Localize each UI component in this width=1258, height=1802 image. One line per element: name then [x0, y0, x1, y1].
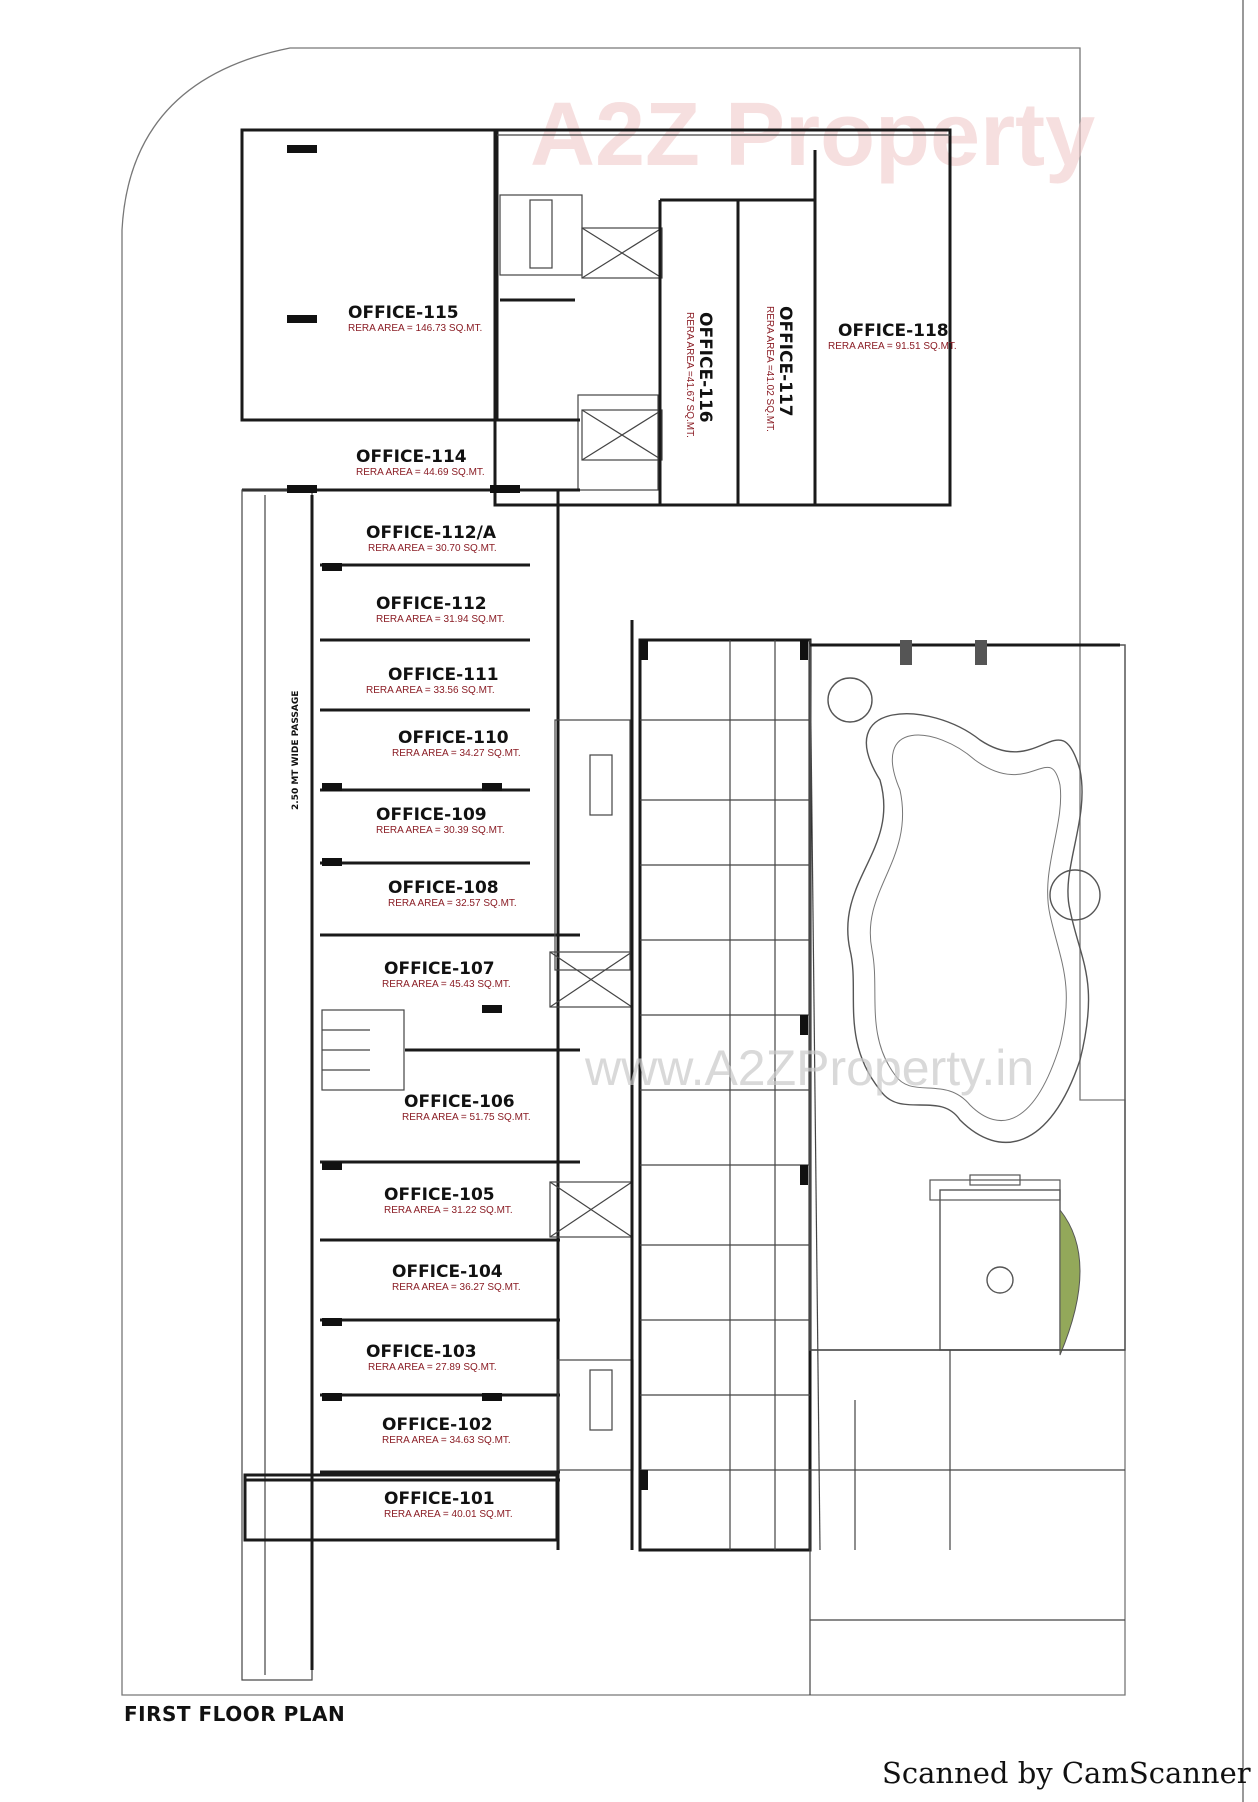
svg-text:RERA AREA = 45.43 SQ.MT.: RERA AREA = 45.43 SQ.MT.	[382, 979, 511, 990]
svg-text:RERA AREA = 34.27 SQ.MT.: RERA AREA = 34.27 SQ.MT.	[392, 748, 521, 759]
svg-text:OFFICE-115: OFFICE-115	[348, 303, 459, 323]
svg-text:RERA AREA =41.02 SQ.MT.: RERA AREA =41.02 SQ.MT.	[764, 306, 775, 432]
pool-outline	[847, 713, 1090, 1143]
svg-text:RERA AREA =41.67 SQ.MT.: RERA AREA =41.67 SQ.MT.	[684, 312, 695, 438]
svg-text:OFFICE-104: OFFICE-104	[392, 1262, 503, 1282]
office-105: OFFICE-105 RERA AREA = 31.22 SQ.MT.	[384, 1185, 513, 1216]
svg-text:OFFICE-103: OFFICE-103	[366, 1342, 477, 1362]
office-112: OFFICE-112 RERA AREA = 31.94 SQ.MT.	[376, 594, 505, 625]
office-108: OFFICE-108 RERA AREA = 32.57 SQ.MT.	[388, 878, 517, 909]
svg-text:OFFICE-116: OFFICE-116	[695, 312, 715, 423]
svg-text:OFFICE-106: OFFICE-106	[404, 1092, 515, 1112]
svg-text:RERA AREA = 30.70 SQ.MT.: RERA AREA = 30.70 SQ.MT.	[368, 543, 497, 554]
landscape-garden	[809, 640, 1126, 1695]
scanner-credit: Scanned by CamScanner	[882, 1756, 1251, 1790]
site-watermark: www.A2ZProperty.in	[584, 1040, 1034, 1096]
office-102: OFFICE-102 RERA AREA = 34.63 SQ.MT.	[382, 1415, 511, 1446]
lawn-patch	[1059, 1208, 1081, 1356]
svg-text:OFFICE-114: OFFICE-114	[356, 447, 467, 467]
svg-text:OFFICE-112/A: OFFICE-112/A	[366, 523, 497, 543]
svg-text:RERA AREA = 34.63 SQ.MT.: RERA AREA = 34.63 SQ.MT.	[382, 1435, 511, 1446]
office-114: OFFICE-114 RERA AREA = 44.69 SQ.MT.	[356, 447, 485, 478]
svg-text:OFFICE-101: OFFICE-101	[384, 1489, 495, 1509]
office-112a: OFFICE-112/A RERA AREA = 30.70 SQ.MT.	[366, 523, 497, 554]
svg-text:RERA AREA = 36.27 SQ.MT.: RERA AREA = 36.27 SQ.MT.	[392, 1282, 521, 1293]
svg-text:RERA AREA = 33.56 SQ.MT.: RERA AREA = 33.56 SQ.MT.	[366, 685, 495, 696]
office-111: OFFICE-111 RERA AREA = 33.56 SQ.MT.	[366, 665, 499, 696]
svg-text:OFFICE-110: OFFICE-110	[398, 728, 509, 748]
svg-text:RERA AREA = 31.22 SQ.MT.: RERA AREA = 31.22 SQ.MT.	[384, 1205, 513, 1216]
svg-text:RERA AREA = 44.69 SQ.MT.: RERA AREA = 44.69 SQ.MT.	[356, 467, 485, 478]
office-104: OFFICE-104 RERA AREA = 36.27 SQ.MT.	[392, 1262, 521, 1293]
svg-text:RERA AREA = 32.57 SQ.MT.: RERA AREA = 32.57 SQ.MT.	[388, 898, 517, 909]
svg-text:OFFICE-118: OFFICE-118	[838, 321, 949, 341]
svg-text:RERA AREA = 31.94 SQ.MT.: RERA AREA = 31.94 SQ.MT.	[376, 614, 505, 625]
svg-text:RERA AREA = 40.01 SQ.MT.: RERA AREA = 40.01 SQ.MT.	[384, 1509, 513, 1520]
plan-title: FIRST FLOOR PLAN	[124, 1702, 346, 1726]
svg-text:OFFICE-105: OFFICE-105	[384, 1185, 495, 1205]
office-115: OFFICE-115 RERA AREA = 146.73 SQ.MT.	[348, 303, 482, 334]
office-106: OFFICE-106 RERA AREA = 51.75 SQ.MT.	[402, 1092, 531, 1123]
office-103: OFFICE-103 RERA AREA = 27.89 SQ.MT.	[366, 1342, 497, 1373]
svg-text:OFFICE-117: OFFICE-117	[775, 306, 795, 417]
svg-text:OFFICE-112: OFFICE-112	[376, 594, 487, 614]
svg-text:OFFICE-109: OFFICE-109	[376, 805, 487, 825]
svg-text:RERA AREA = 51.75 SQ.MT.: RERA AREA = 51.75 SQ.MT.	[402, 1112, 531, 1123]
passage-label: 2.50 MT WIDE PASSAGE	[291, 691, 301, 810]
structural-columns	[287, 145, 808, 1490]
office-101: OFFICE-101 RERA AREA = 40.01 SQ.MT.	[384, 1489, 513, 1520]
svg-text:OFFICE-108: OFFICE-108	[388, 878, 499, 898]
site-boundary	[121, 47, 1126, 1696]
office-116: OFFICE-116 RERA AREA =41.67 SQ.MT.	[684, 312, 715, 438]
office-117: OFFICE-117 RERA AREA =41.02 SQ.MT.	[764, 306, 795, 432]
office-110: OFFICE-110 RERA AREA = 34.27 SQ.MT.	[392, 728, 521, 759]
office-118: OFFICE-118 RERA AREA = 91.51 SQ.MT.	[828, 321, 957, 352]
svg-text:RERA AREA = 30.39 SQ.MT.: RERA AREA = 30.39 SQ.MT.	[376, 825, 505, 836]
svg-text:RERA AREA = 91.51 SQ.MT.: RERA AREA = 91.51 SQ.MT.	[828, 341, 957, 352]
office-109: OFFICE-109 RERA AREA = 30.39 SQ.MT.	[376, 805, 505, 836]
svg-text:RERA AREA = 146.73 SQ.MT.: RERA AREA = 146.73 SQ.MT.	[348, 323, 482, 334]
building-walls	[240, 128, 952, 1681]
svg-text:OFFICE-102: OFFICE-102	[382, 1415, 493, 1435]
svg-text:OFFICE-107: OFFICE-107	[384, 959, 495, 979]
office-107: OFFICE-107 RERA AREA = 45.43 SQ.MT.	[382, 959, 511, 990]
svg-text:OFFICE-111: OFFICE-111	[388, 665, 499, 685]
svg-text:RERA AREA = 27.89 SQ.MT.: RERA AREA = 27.89 SQ.MT.	[368, 1362, 497, 1373]
